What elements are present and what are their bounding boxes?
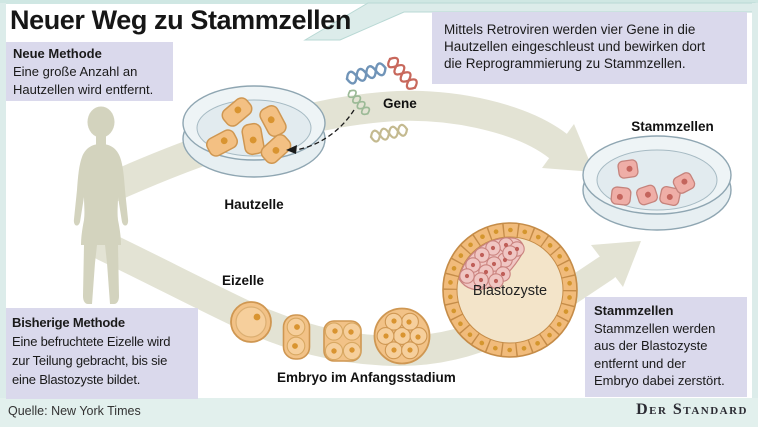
embryo-four-cell-icon [323,320,362,362]
note-heading: Neue Methode [13,46,102,61]
woman-silhouette-icon [73,106,129,304]
page-title: Neuer Weg zu Stammzellen [10,5,351,35]
label-early-embryo: Embryo im Anfangsstadium [277,370,456,385]
note-new-method: Neue Methode Eine große Anzahl an Hautze… [6,42,173,101]
note-line: aus der Blastozyste [594,338,708,353]
embryo-morula-icon [373,307,431,365]
arrowhead-bottom-icon [591,241,641,287]
frame-left-strip [0,3,6,399]
note-line: Eine große Anzahl an [13,64,138,79]
arrowhead-top-icon [542,124,594,172]
note-retrovirus: Mittels Retroviren werden vier Gene in d… [432,12,747,84]
label-skin-cell: Hautzelle [224,197,284,212]
note-line: eine Blastozyste bildet. [12,372,141,387]
source-credit: Quelle: New York Times [8,404,141,418]
note-line: Eine befruchtete Eizelle wird [12,334,171,349]
note-line: die Reprogrammierung zu Stammzellen. [444,56,686,71]
footer-strip [0,398,758,427]
note-line: zur Teilung gebracht, bis sie [12,353,168,368]
note-heading: Bisherige Methode [12,315,125,330]
gene-insertion-arrow-icon [286,109,355,154]
note-line: Hautzellen eingeschleust und bewirken do… [444,39,706,54]
note-line: Embryo dabei zerstört. [594,373,725,388]
label-genes: Gene [383,96,417,111]
embryo-two-cell-icon [282,314,311,360]
note-line: Mittels Retroviren werden vier Gene in d… [444,22,696,37]
petri-dish-stem [582,135,732,231]
stem-cells [610,159,696,207]
note-line: entfernt und der [594,355,686,371]
flow-band-top [91,90,573,205]
note-line: Hautzellen wird entfernt. [13,82,154,97]
petri-dish-skin [182,85,326,178]
label-blastocyst: Blastozyste [472,283,548,299]
blastocyst-icon [442,222,578,358]
label-stem-cells: Stammzellen [631,119,714,134]
dna-strand-red-icon [387,56,418,90]
dna-strand-blue-icon [345,62,387,85]
egg-cell-icon [230,301,272,343]
brand-logo: Der Standard [636,401,748,418]
frame-right-strip [752,3,758,399]
frame-top-strip [0,0,758,4]
note-old-method: Bisherige Methode Eine befruchtete Eizel… [6,308,198,399]
note-stem-result: Stammzellen Stammzellen werden aus der B… [585,297,747,397]
note-line: Stammzellen werden [594,320,716,336]
note-heading: Stammzellen [594,303,674,318]
dna-strand-tan-icon [369,123,409,143]
label-egg-cell: Eizelle [222,273,265,288]
inner-cell-mass [458,237,525,291]
dna-strands [345,56,418,143]
skin-cells [206,97,292,164]
dna-strand-green-icon [347,89,371,116]
